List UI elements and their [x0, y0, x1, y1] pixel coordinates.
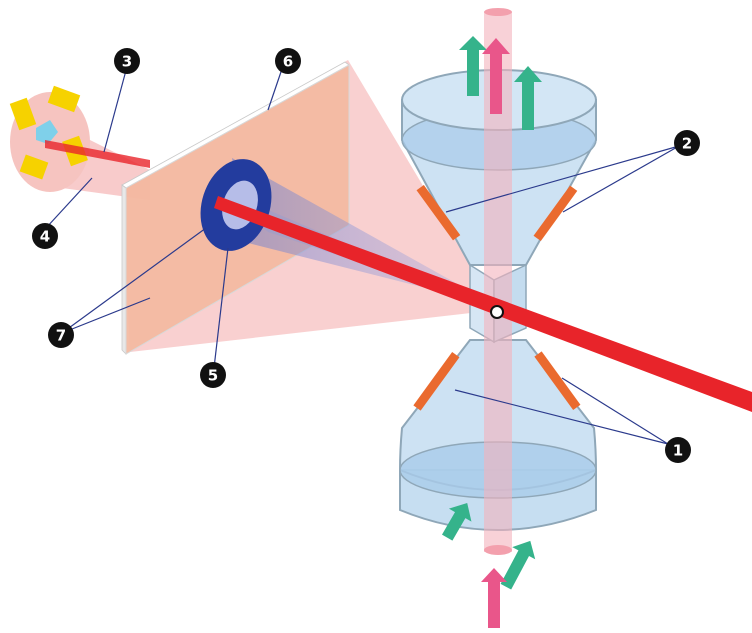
arrow-up-icon — [442, 503, 472, 541]
callout-6-label: 6 — [283, 53, 293, 71]
leader-2a — [445, 145, 680, 213]
leader-lines — [45, 62, 680, 445]
leader-5 — [213, 247, 229, 369]
callout-1-label: 1 — [673, 442, 683, 460]
callout-2: 2 — [674, 130, 700, 156]
bottom-arrows — [442, 503, 536, 628]
leader-2b — [562, 145, 680, 213]
callout-5: 5 — [200, 362, 226, 388]
leader-7b — [61, 297, 151, 334]
arrow-up-icon — [500, 540, 536, 590]
magnet-block-icon — [9, 97, 37, 131]
callout-7: 7 — [48, 322, 74, 348]
leader-7a — [61, 227, 207, 334]
top-arrows — [459, 36, 542, 130]
scattering-cone — [232, 158, 497, 306]
callout-2-label: 2 — [682, 135, 692, 153]
leader-4 — [45, 177, 93, 229]
callout-5-label: 5 — [208, 367, 218, 385]
callout-3: 3 — [114, 48, 140, 74]
callout-1: 1 — [665, 437, 691, 463]
leader-1a — [454, 389, 669, 445]
arrow-up-icon — [481, 568, 507, 628]
electrode-upper-left — [416, 184, 461, 241]
callout-4-label: 4 — [40, 228, 50, 246]
electrode-lower-left — [413, 351, 460, 411]
callout-3-label: 3 — [122, 53, 132, 71]
arrow-up-icon — [514, 66, 542, 130]
electrode-upper-right — [533, 185, 578, 242]
leader-1b — [561, 377, 669, 445]
electrodes — [413, 184, 581, 411]
electrode-lower-right — [534, 351, 581, 411]
electron-source — [9, 85, 90, 192]
callout-4: 4 — [32, 223, 58, 249]
callout-6: 6 — [275, 48, 301, 74]
arrow-up-icon — [459, 36, 487, 96]
arrow-up-icon — [482, 38, 510, 114]
leader-3 — [103, 62, 129, 153]
interaction-point — [490, 305, 504, 319]
main-beam — [214, 196, 752, 412]
magnet-block-icon — [47, 85, 81, 113]
callout-7-label: 7 — [56, 327, 66, 345]
incident-beam — [45, 140, 150, 168]
magnet-block-icon — [19, 154, 49, 180]
